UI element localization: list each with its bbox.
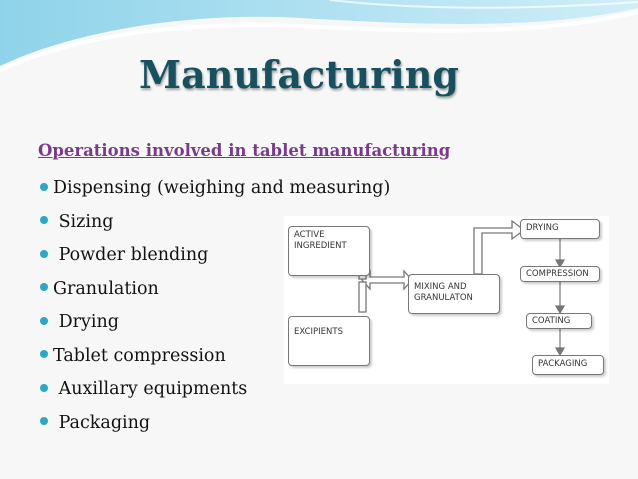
bullet-icon xyxy=(40,350,48,358)
bullet-icon xyxy=(40,283,48,291)
drying-box: DRYING xyxy=(520,219,600,239)
header-wave-decoration xyxy=(0,0,638,72)
operations-list: Dispensing (weighing and measuring) Sizi… xyxy=(40,173,390,441)
mixing-granulation-box: MIXING AND GRANULATON xyxy=(408,274,500,314)
bullet-icon xyxy=(40,383,48,392)
process-flow-diagram: ACTIVE INGREDIENT EXCIPIENTS MIXING AND … xyxy=(284,216,609,384)
list-item: Auxillary equipments xyxy=(40,374,390,408)
list-item: Powder blending xyxy=(40,240,390,274)
list-item: Drying xyxy=(40,307,390,341)
bullet-icon xyxy=(40,316,48,325)
slide-title: Manufacturing xyxy=(139,52,459,97)
bullet-icon xyxy=(40,417,48,425)
compression-box: COMPRESSION xyxy=(520,266,600,282)
bullet-icon xyxy=(40,249,48,258)
list-item: Sizing xyxy=(40,207,390,241)
bullet-icon xyxy=(40,182,48,191)
list-item: Packaging xyxy=(40,408,390,442)
bullet-icon xyxy=(40,216,48,224)
active-ingredient-box: ACTIVE INGREDIENT xyxy=(288,226,370,276)
excipients-box: EXCIPIENTS xyxy=(288,316,370,366)
packaging-box: PACKAGING xyxy=(532,355,604,375)
list-item: Dispensing (weighing and measuring) xyxy=(40,173,390,207)
slide-subtitle: Operations involved in tablet manufactur… xyxy=(38,141,451,160)
list-item: Tablet compression xyxy=(40,341,390,375)
list-item: Granulation xyxy=(40,274,390,308)
coating-box: COATING xyxy=(526,313,592,329)
